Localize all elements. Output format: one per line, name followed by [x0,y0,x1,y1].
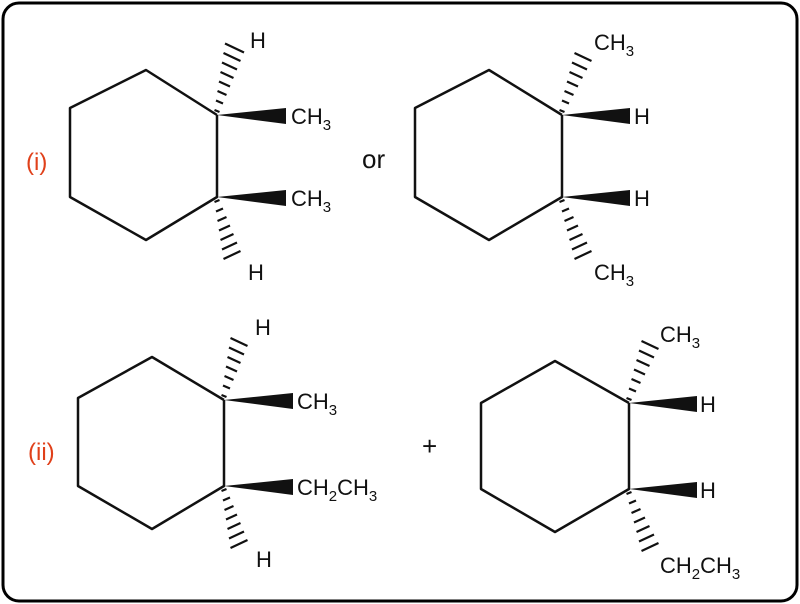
atom-label: CH3 [594,30,634,60]
row-label-ii: (ii) [28,439,55,466]
hashed-wedge [221,337,248,399]
connector-plus: + [422,431,437,461]
hashed-wedge [214,42,245,114]
solid-wedge [224,479,293,495]
atom-label: CH2CH3 [297,475,377,505]
atom-label: CH3 [594,260,634,290]
atom-label: H [634,186,650,211]
atom-label: H [700,478,716,503]
atom-label: H [255,315,271,340]
hashed-wedge [214,198,241,260]
molecule-ii-left: H CH3 CH2CH3 H [76,315,377,572]
solid-wedge [217,108,286,124]
atom-label: H [248,260,264,285]
atom-label: H [256,547,272,572]
hashed-wedge [559,198,592,260]
hashed-wedge [559,52,592,114]
atom-label: CH3 [660,322,700,352]
solid-wedge [224,393,293,409]
solid-wedge [217,190,286,206]
atom-label: CH3 [291,186,331,216]
atom-label: CH3 [297,389,337,419]
molecule-ii-right: CH3 H H CH2CH3 [479,322,740,583]
molecule-i-right: CH3 H H CH3 [413,30,650,290]
hashed-wedge [626,340,659,402]
atom-label: H [700,392,716,417]
molecule-i-left: H CH3 CH3 H [68,28,331,285]
atom-label: CH2CH3 [660,553,740,583]
solid-wedge [562,190,630,206]
solid-wedge [629,396,697,412]
hashed-wedge [221,487,248,549]
solid-wedge [562,108,630,124]
atom-label: H [634,104,650,129]
solid-wedge [629,482,697,498]
hashed-wedge [626,490,659,552]
connector-or: or [362,144,385,174]
atom-label: CH3 [291,104,331,134]
atom-label: H [250,28,266,53]
row-label-i: (i) [26,149,47,176]
